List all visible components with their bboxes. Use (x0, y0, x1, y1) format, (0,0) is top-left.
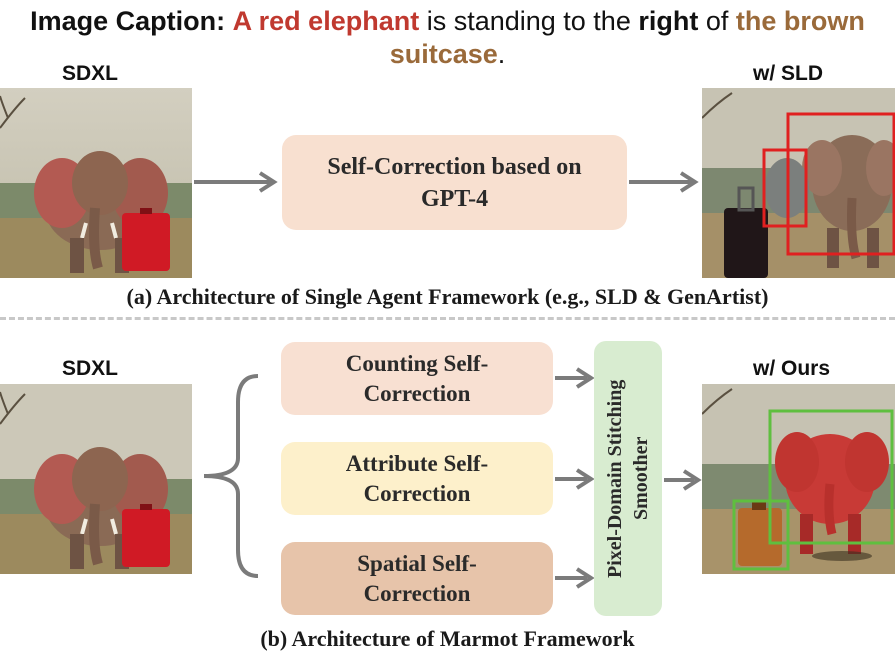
sld-output-image (702, 88, 895, 278)
arrow-counting (555, 367, 595, 389)
spatial-self-correction-box: Spatial Self-Correction (281, 542, 553, 615)
image-caption-line-1: Image Caption: A red elephant is standin… (0, 4, 895, 38)
caption-object-2: suitcase (389, 39, 498, 69)
attribute-self-correction-box: Attribute Self-Correction (281, 442, 553, 515)
arrow-spatial (555, 567, 595, 589)
smoother-text: Pixel-Domain Stitching Smoother (604, 379, 652, 578)
arrow-smoother-output (664, 469, 702, 491)
ours-output-image (702, 384, 895, 574)
attribute-box-text: Attribute Self-Correction (345, 450, 489, 506)
stitching-smoother-box: Pixel-Domain Stitching Smoother (594, 341, 662, 616)
caption-period: . (497, 39, 506, 69)
curly-brace (203, 374, 259, 578)
counting-self-correction-box: Counting Self-Correction (281, 342, 553, 415)
arrow-a1 (194, 171, 278, 193)
arrow-a2 (629, 171, 699, 193)
caption-relation: right (638, 6, 699, 36)
sdxl-image-b (0, 384, 192, 574)
sdxl-label-a: SDXL (62, 62, 119, 85)
counting-box-text: Counting Self-Correction (345, 350, 489, 406)
sdxl-label-b: SDXL (62, 357, 119, 380)
spatial-box-text: Spatial Self-Correction (357, 550, 477, 606)
caption-text-1: is standing to the (419, 6, 639, 36)
image-caption-line-2: suitcase. (0, 37, 895, 71)
self-correction-gpt4-box: Self-Correction based on GPT-4 (282, 135, 627, 230)
self-correction-gpt4-text: Self-Correction based on GPT-4 (327, 153, 582, 212)
section-divider (0, 317, 895, 320)
ours-label: w/ Ours (753, 357, 831, 380)
sdxl-image-a (0, 88, 192, 278)
caption-text-2: of (698, 6, 736, 36)
section-b-title: (b) Architecture of Marmot Framework (260, 626, 635, 651)
sld-label: w/ SLD (753, 62, 824, 85)
caption-object-1: the brown (735, 6, 865, 36)
caption-subject: A red elephant (232, 6, 420, 36)
section-a-title: (a) Architecture of Single Agent Framewo… (126, 284, 769, 309)
arrow-attribute (555, 468, 595, 490)
caption-prefix: Image Caption: (30, 6, 226, 36)
